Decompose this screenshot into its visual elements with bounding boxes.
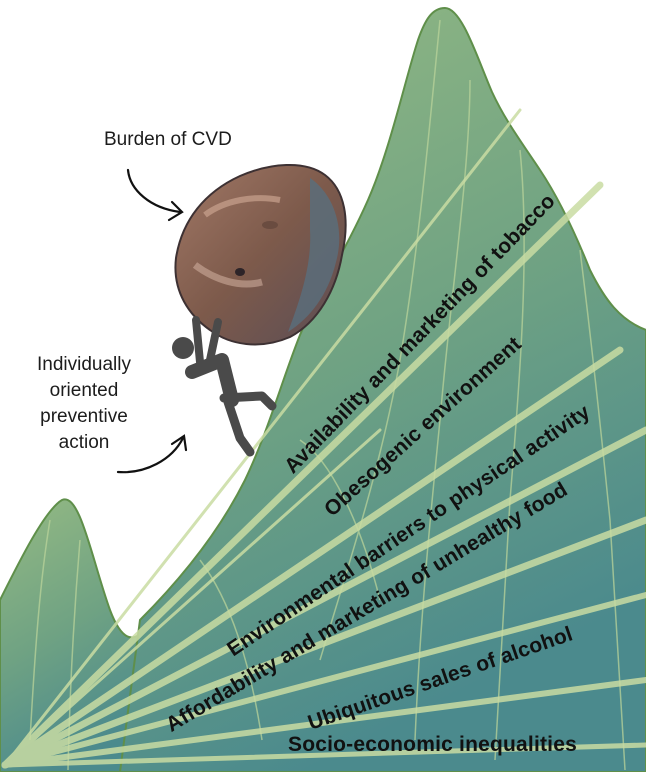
boulder-icon: [174, 164, 347, 346]
individual-line-2: oriented: [49, 380, 119, 401]
burden-of-cvd-label: Burden of CVD: [104, 129, 232, 150]
individual-action-label: Individually oriented preventive action: [10, 352, 158, 456]
individual-line-1: Individually: [37, 354, 131, 375]
curved-arrow-icon: [116, 434, 188, 474]
individual-line-3: preventive: [40, 406, 128, 427]
main-mountain: [118, 6, 646, 772]
climber-icon: [172, 316, 277, 457]
radiating-rays: [1, 108, 646, 769]
curved-arrow-icon: [126, 168, 184, 222]
factor-socio-economic: Socio-economic inequalities: [288, 733, 577, 756]
individual-line-4: action: [58, 432, 110, 453]
